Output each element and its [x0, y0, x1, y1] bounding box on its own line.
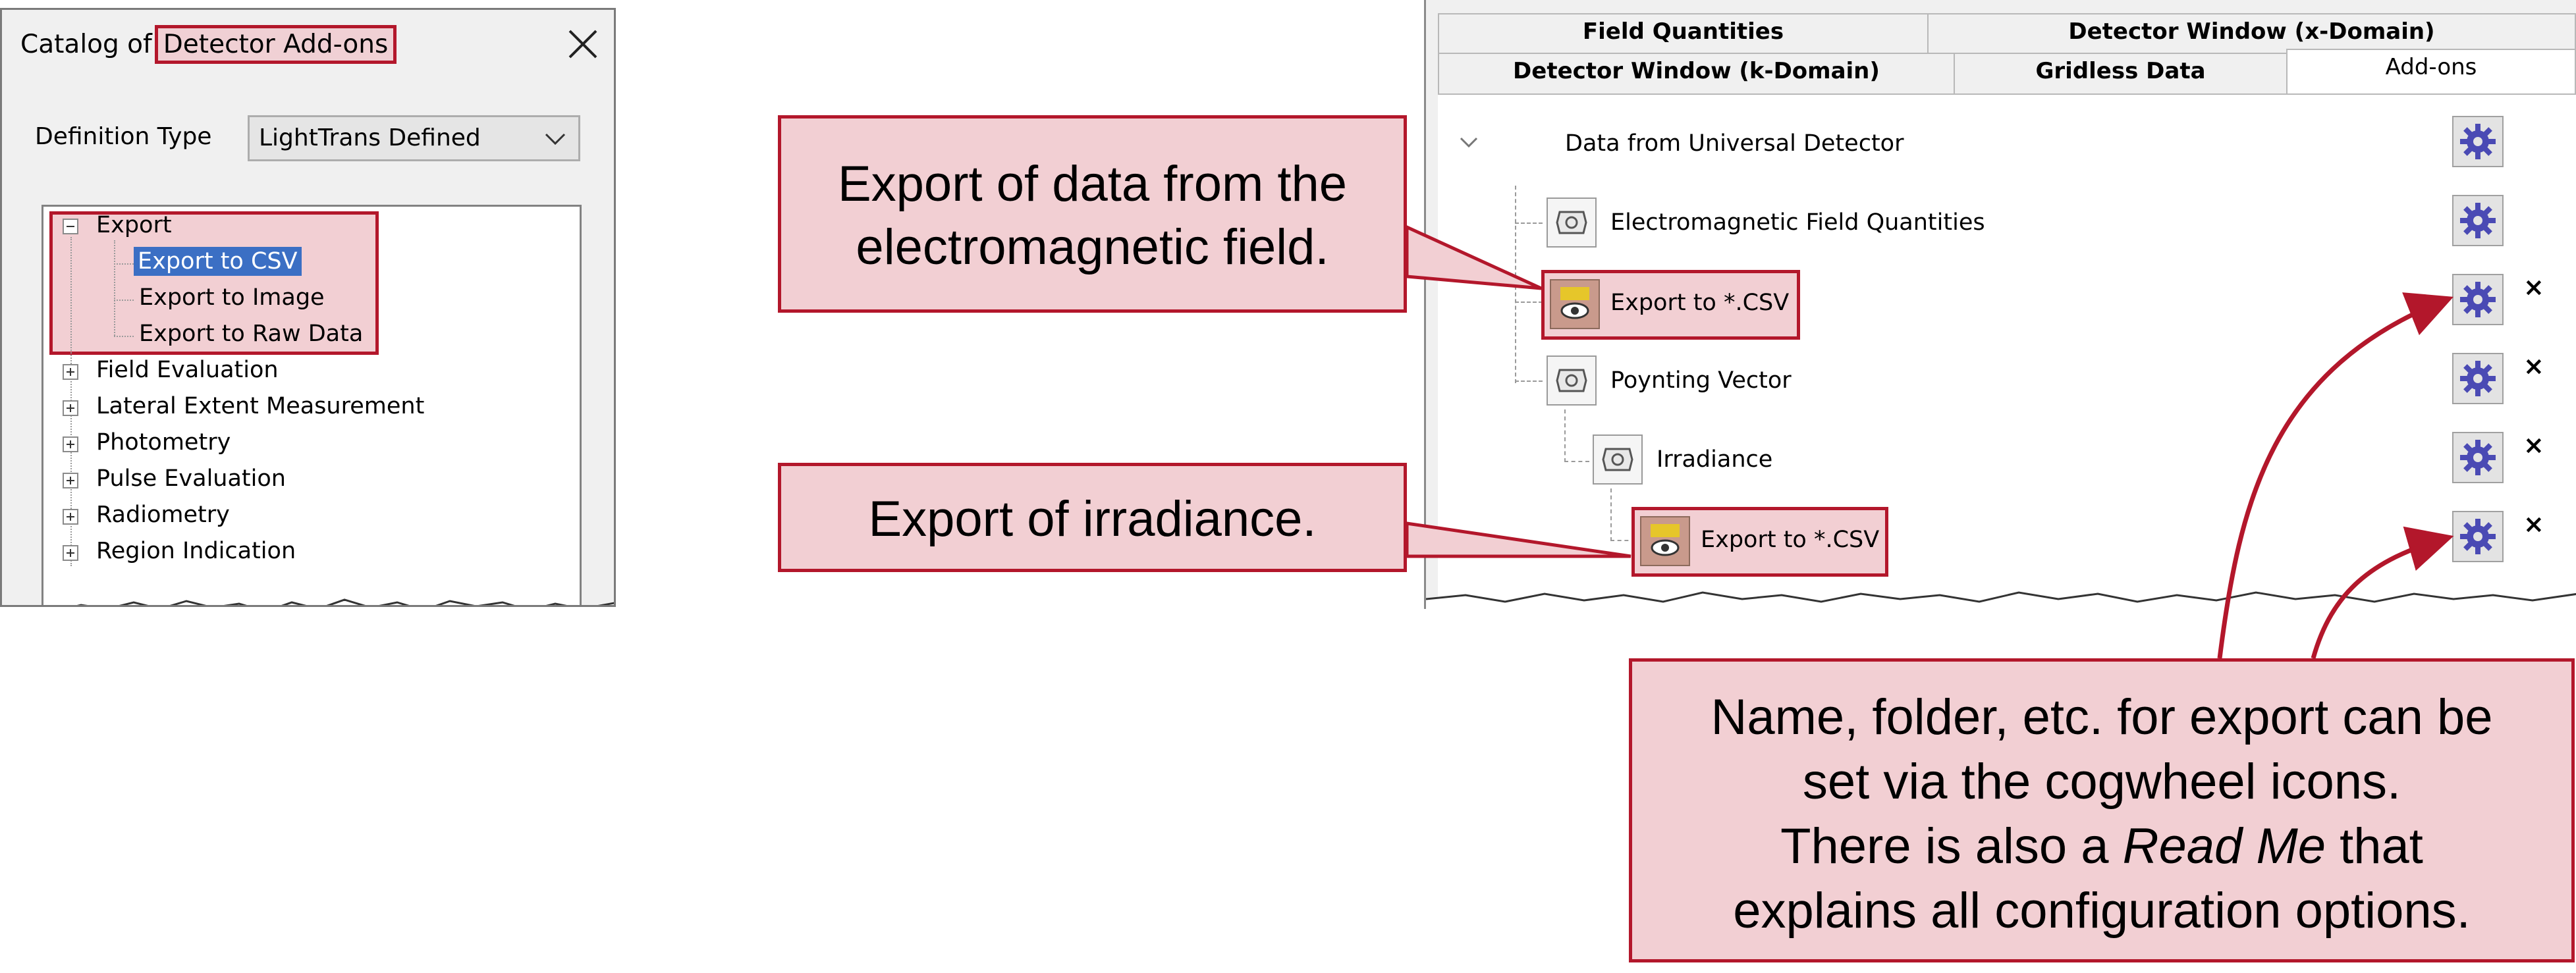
tree-line — [114, 336, 134, 337]
tab-gridless-data[interactable]: Gridless Data — [1954, 53, 2288, 95]
callout-em-field: Export of data from the electromagnetic … — [778, 115, 1407, 313]
expand-icon[interactable] — [63, 473, 78, 488]
tree-item-export-raw[interactable]: Export to Raw Data — [139, 321, 364, 347]
callout-cogwheel-line1: Name, folder, etc. for export can be — [1711, 689, 2493, 745]
detector-panel: Field Quantities Detector Window (x-Doma… — [1424, 0, 2576, 609]
chevron-down-icon — [545, 133, 566, 145]
close-icon[interactable] — [566, 27, 600, 61]
node-em-field[interactable]: Electromagnetic Field Quantities — [1610, 209, 1985, 236]
remove-icon[interactable]: × — [2523, 352, 2544, 381]
remove-icon[interactable]: × — [2523, 273, 2544, 302]
node-poynting-vector[interactable]: Poynting Vector — [1610, 367, 1792, 394]
tab-detector-window-x[interactable]: Detector Window (x-Domain) — [1927, 13, 2576, 54]
gear-icon[interactable] — [2452, 195, 2504, 246]
tree-item-field-evaluation[interactable]: Field Evaluation — [96, 357, 279, 383]
callout-cogwheel-line3: There is also a Read Me that — [1780, 818, 2423, 874]
expand-icon[interactable] — [63, 436, 78, 452]
tree-connector — [1564, 461, 1589, 462]
definition-type-label: Definition Type — [35, 123, 212, 150]
tree-line — [114, 263, 134, 265]
callout-em-field-line1: Export of data from the — [837, 156, 1348, 212]
torn-edge — [76, 598, 614, 605]
tree-connector — [1515, 302, 1543, 303]
dialog-title-prefix: Catalog of — [20, 30, 152, 59]
tree-connector — [1515, 223, 1543, 224]
remove-icon[interactable]: × — [2523, 510, 2544, 539]
tree-connector — [1564, 409, 1566, 462]
node-export-csv-1[interactable]: Export to *.CSV — [1610, 290, 1790, 316]
callout-irradiance-text: Export of irradiance. — [868, 491, 1317, 547]
tree-item-radiometry[interactable]: Radiometry — [96, 502, 230, 528]
tree-item-lateral-extent[interactable]: Lateral Extent Measurement — [96, 393, 425, 419]
tab-detector-window-k[interactable]: Detector Window (k-Domain) — [1438, 53, 1955, 95]
export-group-highlight — [49, 211, 379, 355]
callout-cogwheel-line2: set via the cogwheel icons. — [1802, 754, 2401, 810]
tree-item-export-image[interactable]: Export to Image — [139, 284, 325, 311]
detector-icon — [1593, 434, 1643, 485]
tree-connector — [1515, 186, 1516, 383]
export-icon — [1550, 279, 1600, 329]
gear-icon[interactable] — [2452, 432, 2504, 483]
callout-irradiance: Export of irradiance. — [778, 463, 1407, 572]
dialog-title-highlight: Detector Add-ons — [154, 25, 397, 64]
tree-connector — [1610, 488, 1612, 541]
remove-icon[interactable]: × — [2523, 431, 2544, 460]
gear-icon[interactable] — [2452, 274, 2504, 325]
expand-icon[interactable] — [63, 400, 78, 416]
node-universal-detector[interactable]: Data from Universal Detector — [1565, 130, 1904, 157]
tree-line — [114, 300, 134, 301]
detector-icon — [1547, 197, 1597, 248]
export-icon — [1640, 516, 1690, 566]
tree-item-export[interactable]: Export — [96, 212, 172, 238]
node-irradiance[interactable]: Irradiance — [1657, 446, 1773, 473]
tree-item-pulse-evaluation[interactable]: Pulse Evaluation — [96, 465, 286, 492]
tab-field-quantities[interactable]: Field Quantities — [1438, 13, 1929, 54]
chevron-down-icon[interactable] — [1459, 136, 1479, 150]
tree-item-region-indication[interactable]: Region Indication — [96, 538, 296, 564]
read-me-text: Read Me — [2122, 818, 2326, 874]
detector-icon — [1547, 355, 1597, 406]
expand-icon[interactable] — [63, 509, 78, 525]
definition-type-value: LightTrans Defined — [259, 124, 481, 151]
gear-icon[interactable] — [2452, 116, 2504, 167]
callout-em-field-line2: electromagnetic field. — [856, 219, 1329, 275]
expand-icon[interactable] — [63, 545, 78, 561]
callout-cogwheel: Name, folder, etc. for export can be set… — [1629, 658, 2575, 962]
gear-icon[interactable] — [2452, 511, 2504, 562]
addons-tree-area — [1438, 93, 2576, 609]
tree-connector — [1515, 381, 1543, 382]
torn-edge — [1426, 591, 2576, 609]
callout-cogwheel-line4: explains all configuration options. — [1733, 883, 2471, 939]
definition-type-select[interactable]: LightTrans Defined — [248, 115, 580, 161]
tree-item-photometry[interactable]: Photometry — [96, 429, 231, 456]
node-export-csv-2[interactable]: Export to *.CSV — [1701, 527, 1880, 553]
tree-line — [114, 240, 115, 336]
collapse-icon[interactable] — [63, 219, 78, 234]
tab-add-ons[interactable]: Add-ons — [2286, 49, 2576, 95]
expand-icon[interactable] — [63, 364, 78, 380]
tree-item-export-csv[interactable]: Export to CSV — [134, 247, 302, 276]
gear-icon[interactable] — [2452, 353, 2504, 404]
